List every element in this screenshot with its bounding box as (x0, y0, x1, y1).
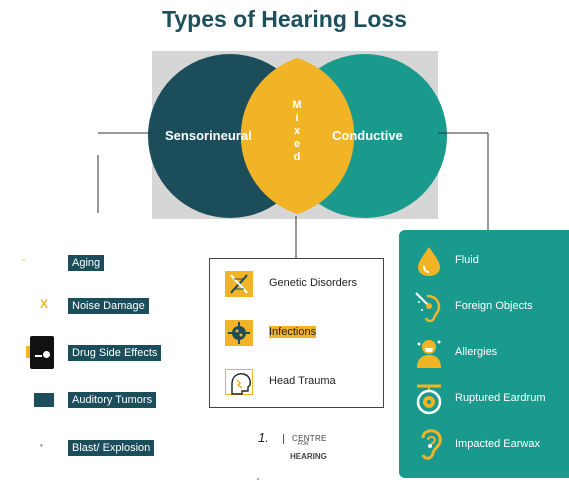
cond-label: Allergies (455, 346, 498, 358)
mixed-label: Infections (269, 326, 317, 338)
mixed-item: Genetic Disorders (225, 271, 381, 297)
sens-item-noise-damage: Noise Damage (68, 298, 149, 314)
cond-item: Allergies (413, 336, 568, 370)
mixed-letter: x (293, 125, 301, 137)
mixed-item: Infections (225, 320, 381, 346)
footer-number: 1. (258, 430, 269, 445)
mixed-label: M i x e d (290, 99, 304, 164)
footer-logo-line2: HEARING (290, 452, 327, 461)
mixed-letter: d (293, 151, 301, 163)
sens-item-aging: Aging (68, 255, 105, 271)
cond-item: Ruptured Eardrum (413, 382, 568, 416)
cond-label: Impacted Earwax (455, 438, 540, 450)
cond-item: Fluid (413, 244, 568, 278)
sens-item-blast-explosion: Blast/ Explosion (68, 440, 155, 456)
marker-accent (26, 346, 30, 358)
droplet-icon (413, 244, 445, 278)
page-title: Types of Hearing Loss (162, 6, 407, 32)
mixed-overlap-full (240, 58, 355, 214)
footer-logo-line1: CENTRE (292, 434, 327, 443)
list-marker: - (22, 255, 26, 266)
head-injury-icon (225, 369, 253, 395)
cond-item: Foreign Objects (413, 290, 568, 324)
mixed-label: Head Trauma (269, 375, 336, 387)
list-marker: • (40, 441, 43, 450)
dna-icon (225, 271, 253, 297)
cond-item: Impacted Earwax (413, 428, 568, 462)
sensorineural-label: Sensorineural (165, 128, 252, 143)
allergy-person-icon (413, 336, 445, 370)
eardrum-icon (413, 382, 445, 416)
sens-item-auditory-tumors: Auditory Tumors (68, 392, 157, 408)
cond-label: Fluid (455, 254, 479, 266)
mixed-item: Head Trauma (225, 369, 381, 395)
conductive-causes-box: Fluid Foreign Objects Allergies Ruptured… (399, 230, 569, 478)
mixed-causes-box: Genetic Disorders Infections Head Trauma (209, 258, 384, 408)
cotton-swab-ear-icon (413, 290, 445, 324)
mixed-label: Genetic Disorders (269, 277, 358, 289)
virus-icon (225, 320, 253, 346)
ear-icon (413, 428, 445, 462)
sens-item-drug-side-effects: Drug Side Effects (68, 345, 162, 361)
cond-label: Foreign Objects (455, 300, 533, 312)
cond-label: Ruptured Eardrum (455, 392, 546, 404)
mixed-letter: M (292, 99, 302, 111)
list-marker: X (40, 297, 49, 311)
conductive-label: Conductive (332, 128, 403, 143)
tumor-icon (34, 393, 54, 407)
mixed-letter: e (293, 138, 301, 150)
footer-divider (283, 434, 284, 444)
mixed-letter: i (295, 112, 299, 124)
footer-logo-for: FOR (298, 441, 309, 447)
drug-icon (30, 336, 54, 369)
